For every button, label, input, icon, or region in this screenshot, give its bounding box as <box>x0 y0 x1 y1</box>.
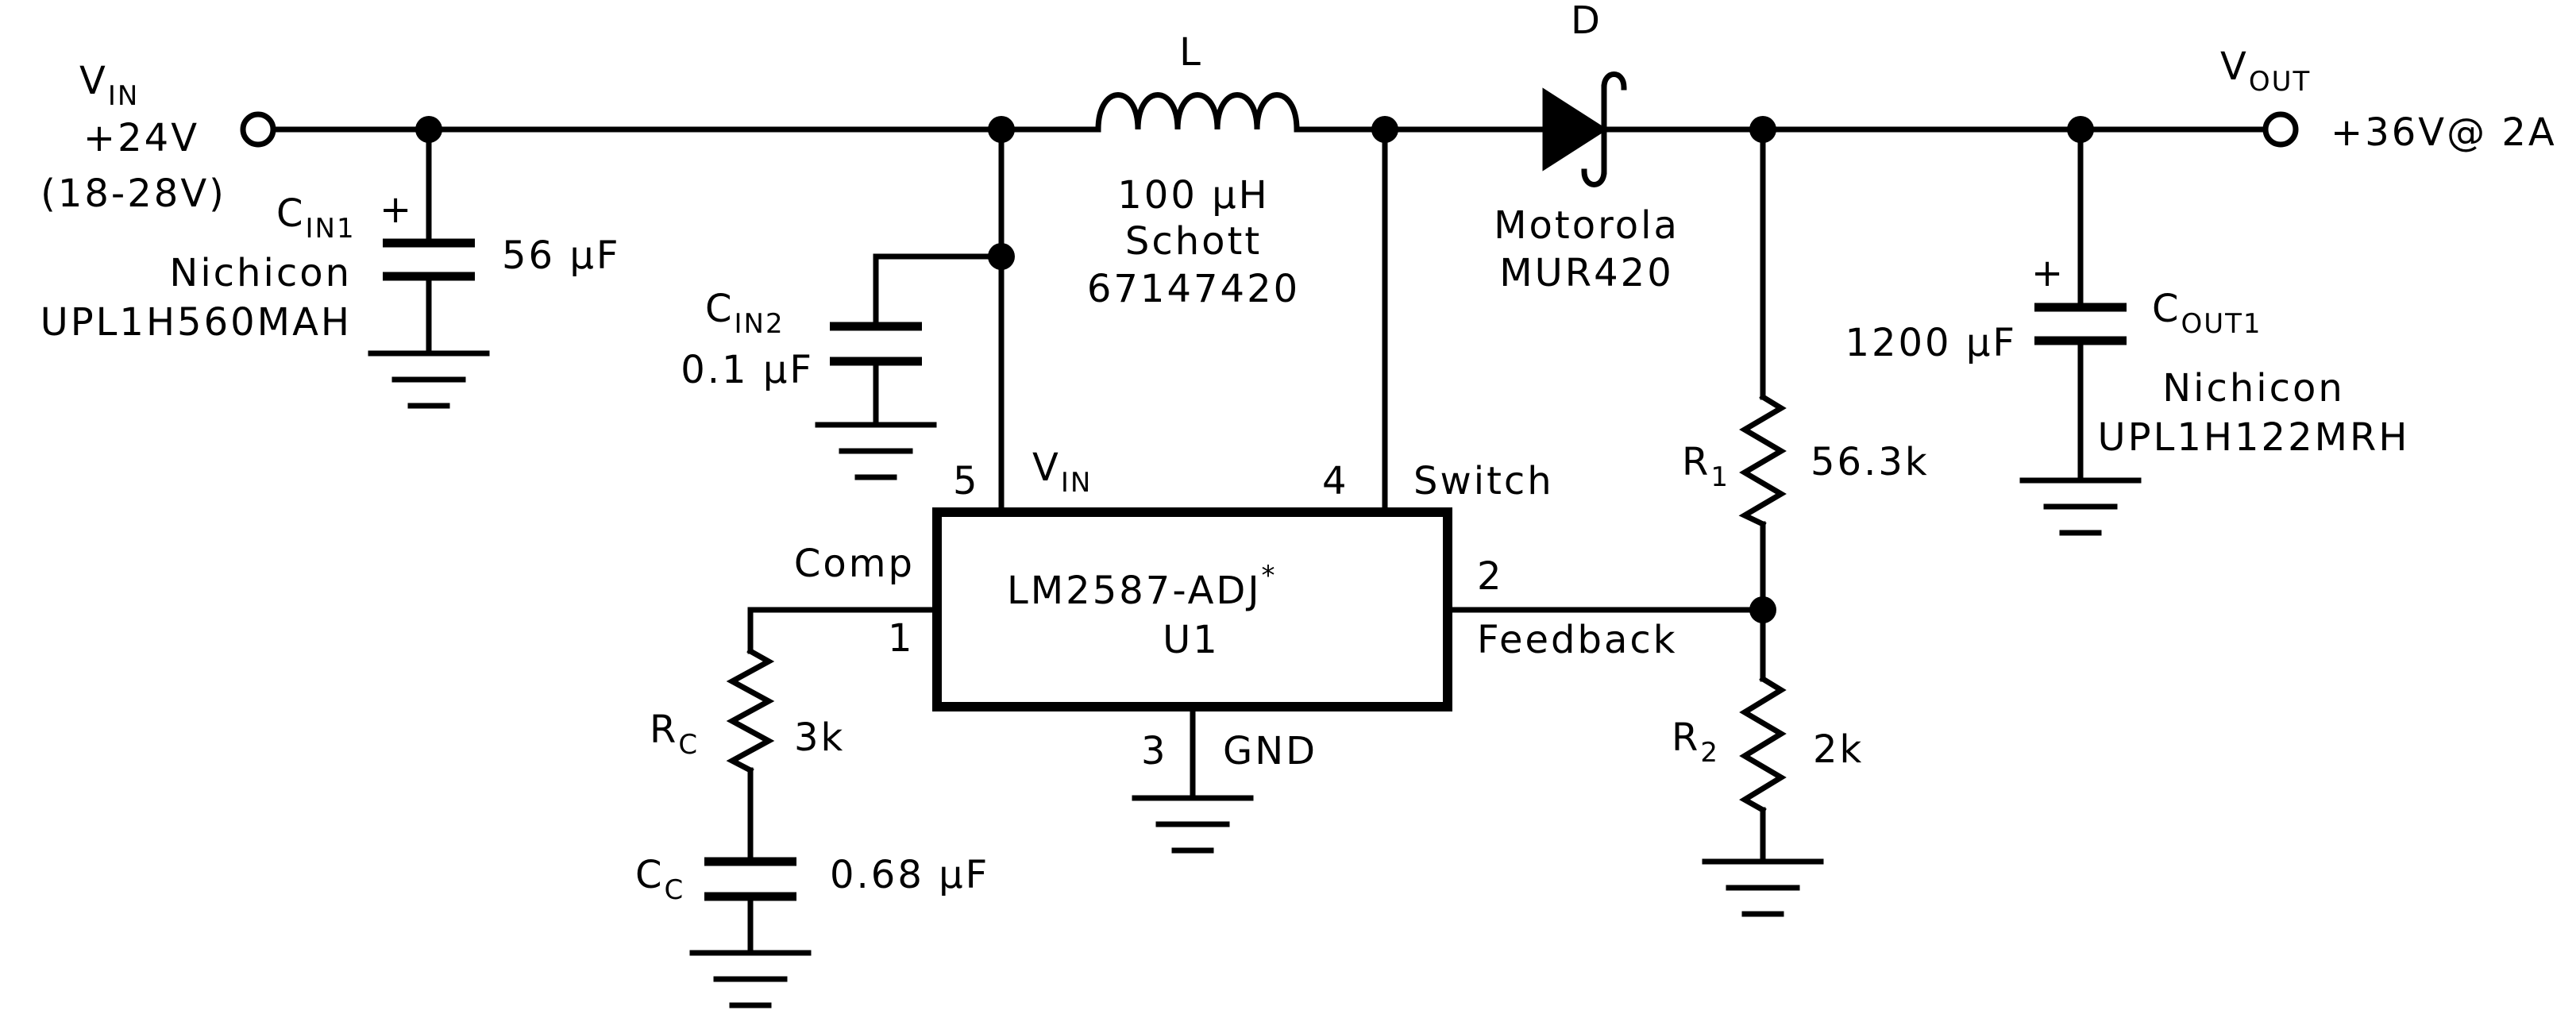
vout-label: VOUT <box>2220 44 2311 98</box>
vin-label: VIN <box>79 59 139 112</box>
vin-range: (18-28V) <box>40 172 226 216</box>
inductor-maker: Schott <box>1125 219 1262 264</box>
pin1-number: 1 <box>888 616 915 661</box>
r2-value: 2k <box>1813 727 1864 772</box>
junction-dot <box>1749 116 1776 143</box>
rc-zigzag <box>726 647 775 774</box>
wire-comp <box>747 607 940 956</box>
r1-value: 56.3k <box>1811 440 1930 484</box>
pin4-name: Switch <box>1413 459 1554 503</box>
pin2-name: Feedback <box>1477 618 1678 662</box>
cout1-ref: COUT1 <box>2152 287 2262 340</box>
ic-u1-body <box>932 507 1452 711</box>
pin1-name: Comp <box>794 542 915 586</box>
cin1-ref: CIN1 <box>276 191 356 245</box>
pin5-number: 5 <box>953 459 980 503</box>
ground-ic <box>1132 795 1254 854</box>
diode-symbol <box>1506 71 1639 187</box>
ground-cin1 <box>368 350 490 409</box>
junction-dot <box>988 243 1015 270</box>
cin1-polarity: + <box>380 187 414 232</box>
cout1-part: UPL1H122MRH <box>2098 415 2410 460</box>
junction-dot <box>1371 116 1398 143</box>
ic-ref: U1 <box>1163 618 1220 662</box>
rc-value: 3k <box>794 715 845 760</box>
r1-ref: R1 <box>1682 440 1730 493</box>
pin5-name: VIN <box>1032 445 1092 499</box>
wires <box>271 126 2268 956</box>
cc-value: 0.68 µF <box>830 853 989 897</box>
ground-cc <box>689 950 812 1008</box>
ground-r2 <box>1702 858 1824 917</box>
junction-dot <box>2067 116 2094 143</box>
ground-cout1 <box>2019 477 2142 536</box>
ground-cin2 <box>815 422 937 480</box>
inductor-part: 67147420 <box>1087 267 1300 311</box>
ic-name: LM2587-ADJ* <box>1007 560 1277 613</box>
cout1-value: 1200 µF <box>1845 321 2017 365</box>
cin1-part: UPL1H560MAH <box>40 300 352 345</box>
vin-terminal <box>240 111 276 148</box>
junction-dot <box>988 116 1015 143</box>
cin2-value: 0.1 µF <box>681 348 814 392</box>
diode-part: MUR420 <box>1499 251 1674 295</box>
cin1-symbol <box>383 238 475 281</box>
cout1-symbol <box>2034 303 2127 345</box>
diode-maker: Motorola <box>1494 203 1679 248</box>
cc-ref: CC <box>635 853 684 906</box>
cin1-maker: Nichicon <box>169 251 352 295</box>
junctions <box>415 116 2094 623</box>
pin4-number: 4 <box>1322 459 1349 503</box>
cin2-ref: CIN2 <box>705 287 785 340</box>
inductor-value: 100 µH <box>1117 173 1270 218</box>
inductor-ref: L <box>1179 30 1203 75</box>
inductor-coil <box>1095 92 1300 133</box>
pin3-number: 3 <box>1141 729 1168 773</box>
cin1-value: 56 µF <box>502 233 620 278</box>
pin3-name: GND <box>1223 729 1317 773</box>
vout-terminal <box>2262 111 2299 148</box>
cc-symbol <box>704 857 796 901</box>
r2-ref: R2 <box>1672 715 1719 769</box>
rc-ref: RC <box>650 708 699 761</box>
wire-cin2 <box>873 253 1005 428</box>
junction-dot <box>1749 596 1776 623</box>
junction-dot <box>415 116 442 143</box>
diode-ref: D <box>1571 0 1602 43</box>
pin2-number: 2 <box>1477 554 1504 599</box>
cout1-polarity: + <box>2031 251 2065 295</box>
vin-voltage: +24V <box>83 116 199 160</box>
cin2-symbol <box>830 322 922 366</box>
cout1-maker: Nichicon <box>2162 366 2345 411</box>
vout-spec: +36V@ 2A <box>2331 110 2557 155</box>
r2-zigzag <box>1739 675 1787 814</box>
r1-zigzag <box>1738 393 1787 528</box>
